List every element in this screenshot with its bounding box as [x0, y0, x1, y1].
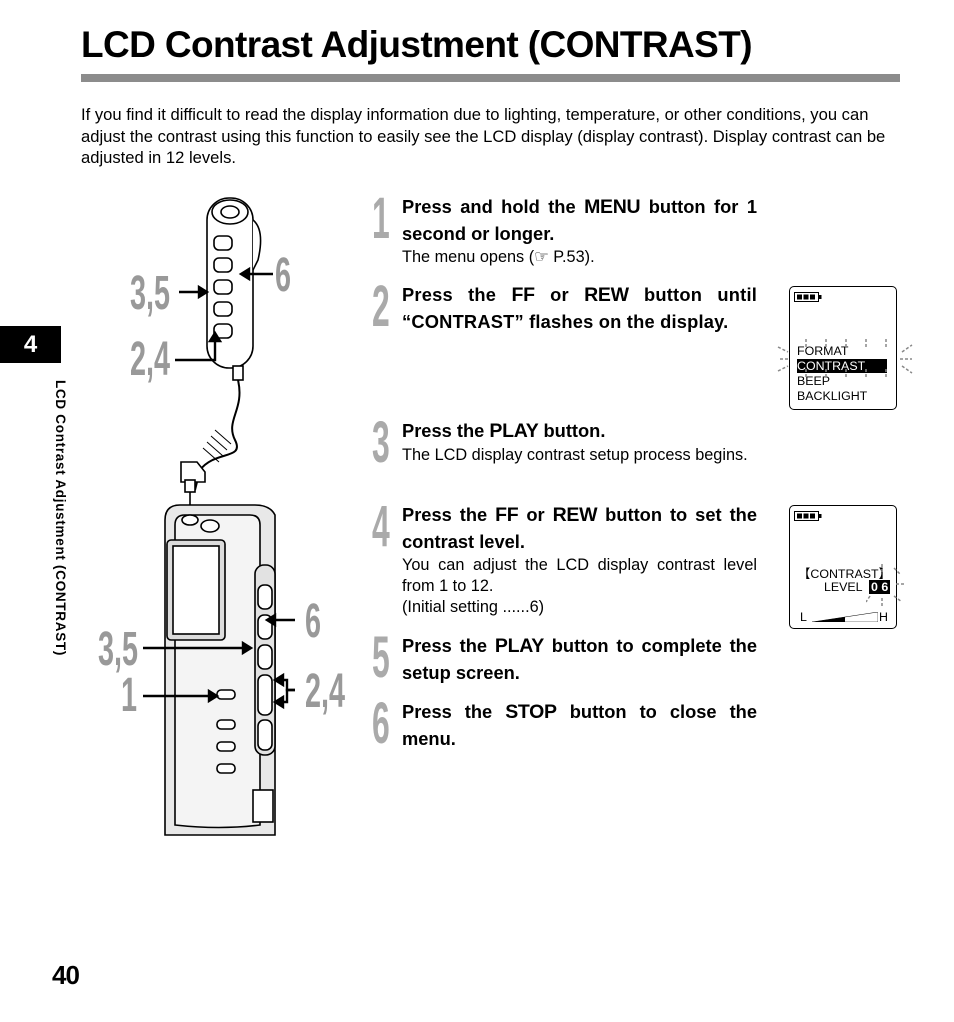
lcd-contrast-screen: 【CONTRAST】 LEVEL 0 6 L H: [789, 505, 906, 629]
step-heading: Press the PLAY button.: [402, 420, 606, 442]
step-number: 4: [372, 494, 390, 559]
level-value: 0 6: [869, 580, 891, 594]
level-label: LEVEL: [824, 580, 863, 594]
step-heading: Press the FF or REW button until “CONTRA…: [402, 284, 757, 332]
step-heading: Press the FF or REW button to set the co…: [402, 504, 757, 552]
step-5: 5 Press the PLAY button to complete the …: [372, 627, 758, 689]
step-3: 3 Press the PLAY button. The LCD display…: [372, 412, 757, 474]
step-2: 2 Press the FF or REW button until “CONT…: [372, 276, 757, 338]
callout-lower-2-4: 2,4: [305, 665, 346, 718]
intro-paragraph: If you find it difficult to read the dis…: [81, 105, 886, 167]
callout-lower-3-5: 3,5: [98, 623, 139, 676]
menu-item-backlight: BACKLIGHT: [797, 389, 868, 403]
recorder-drawing: [143, 197, 295, 836]
level-wedge-fill: [812, 617, 845, 622]
step-number: 5: [372, 625, 390, 690]
audio-plug: [180, 461, 206, 512]
step-body-note: (Initial setting ......6): [402, 598, 545, 616]
menu-item-contrast: CONTRAST: [797, 359, 888, 373]
step-number: 3: [372, 410, 390, 475]
flashing-rays-icon: [866, 564, 906, 608]
callout-lower-1: 1: [121, 669, 138, 722]
menu-item-beep: BEEP: [797, 374, 831, 388]
page-number: 40: [52, 960, 80, 990]
contrast-heading: 【CONTRAST】: [798, 567, 891, 581]
level-low-label: L: [800, 610, 807, 624]
cable: [194, 379, 241, 491]
callout-upper-2-4: 2,4: [130, 333, 171, 386]
title-rule: [81, 74, 900, 82]
step-number: 1: [372, 186, 390, 251]
callout-lower-6: 6: [305, 595, 322, 648]
battery-icon: [794, 292, 822, 302]
page-title: LCD Contrast Adjustment (CONTRAST): [81, 24, 753, 65]
chapter-tab: 4: [0, 326, 61, 363]
menu-button-name: MENU: [584, 196, 641, 218]
section-side-label: LCD Contrast Adjustment (CONTRAST): [53, 380, 68, 657]
lcd-menu-screen: FORMAT CONTRAST BEEP BACKLIGHT: [777, 286, 913, 410]
step-number: 6: [372, 691, 390, 756]
step-heading: Press and hold the MENU button for 1 sec…: [402, 196, 757, 244]
contrast-level-bar: [812, 612, 878, 622]
level-high-label: H: [879, 610, 888, 624]
battery-icon: [794, 511, 822, 521]
recorder-body: [164, 504, 276, 836]
step-4: 4 Press the FF or REW button to set the …: [372, 496, 757, 618]
step-heading: Press the PLAY button to complete the se…: [402, 635, 758, 683]
menu-item-format: FORMAT: [797, 344, 849, 358]
step-number: 2: [372, 274, 390, 339]
remote-control: [206, 197, 262, 381]
step-body: The LCD display contrast setup process b…: [402, 445, 748, 464]
step-body: You can adjust the LCD display contrast …: [402, 556, 757, 595]
flashing-rays-icon: [777, 339, 913, 379]
callout-upper-6: 6: [275, 249, 292, 302]
step-body: The menu opens (☞ P.53).: [402, 248, 595, 266]
step-1: 1 Press and hold the MENU button for 1 s…: [372, 188, 757, 268]
recorder-illustration: 6 3,5 2,4 6 3,5 1 2,4: [95, 190, 365, 855]
step-heading: Press the STOP button to close the menu.: [402, 701, 757, 749]
callout-upper-3-5: 3,5: [130, 267, 171, 320]
step-6: 6 Press the STOP button to close the men…: [372, 693, 757, 755]
